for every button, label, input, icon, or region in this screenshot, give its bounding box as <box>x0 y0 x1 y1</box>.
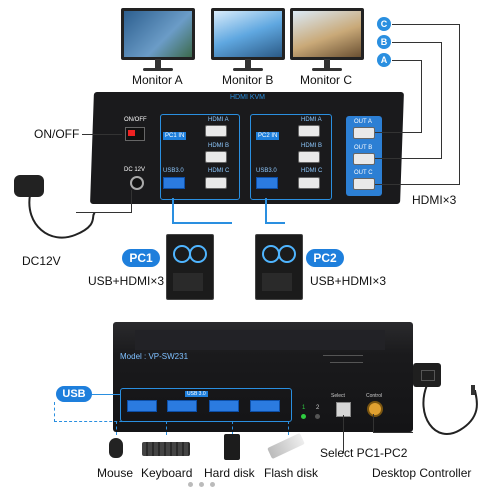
pagination-dot-3[interactable] <box>210 482 215 487</box>
out-c-port <box>353 178 375 190</box>
out-a-label: OUT A <box>354 119 372 125</box>
monitor-a-label: Monitor A <box>132 73 183 87</box>
pc1-hdmi-b-port <box>205 151 227 163</box>
led-2 <box>315 414 320 419</box>
pc1-hdmi-a-label: HDMI A <box>208 117 229 123</box>
on-off-panel-label: ON/OFF <box>124 117 147 123</box>
out-a-port <box>353 127 375 139</box>
pc1-hdmi-a-port <box>205 125 227 137</box>
out-c-label: OUT C <box>354 170 373 176</box>
usb-tag: USB <box>56 386 92 402</box>
power-adapter-icon <box>14 175 44 197</box>
pagination-dot-2[interactable] <box>199 482 204 487</box>
letter-b-badge: B <box>377 35 391 49</box>
pc2-usb-label: USB3.0 <box>256 168 277 174</box>
brand-text: HDMI KVM <box>230 94 265 101</box>
pc1-hdmi-c-label: HDMI C <box>208 168 230 174</box>
dc-panel-label: DC 12V <box>124 167 146 173</box>
pc2-hdmi-b-port <box>298 151 320 163</box>
letter-c-badge: C <box>377 17 391 31</box>
pc1-label: USB+HDMI×3 <box>88 274 165 288</box>
mouse-icon <box>109 438 123 458</box>
control-panel-label: Control <box>366 393 383 399</box>
controller-cable-icon <box>422 385 478 435</box>
monitor-b-label: Monitor B <box>222 73 274 87</box>
led-1-label: 1 <box>302 405 306 411</box>
front-usb-port-3 <box>209 400 239 412</box>
select-panel-label: Select <box>331 393 345 399</box>
keyboard-label: Keyboard <box>141 466 193 480</box>
desktop-controller-icon <box>413 363 441 387</box>
desktop-controller-label: Desktop Controller <box>372 466 472 480</box>
front-usb-port-4 <box>250 400 280 412</box>
out-b-label: OUT B <box>354 145 373 151</box>
control-port <box>367 401 383 417</box>
pc1-hdmi-b-label: HDMI B <box>208 143 229 149</box>
pc1-in-label: PC1 IN <box>163 132 187 140</box>
flash-disk-icon <box>267 432 305 460</box>
pc2-usb-port <box>256 177 278 189</box>
front-usb-label: USB 3.0 <box>185 391 208 397</box>
pc2-in-label: PC2 IN <box>256 132 280 140</box>
pc1-tower <box>166 234 214 300</box>
pc1-hdmi-c-port <box>205 177 227 189</box>
hard-disk-label: Hard disk <box>204 466 255 480</box>
model-label: Model : VP-SW231 <box>120 352 189 361</box>
pc2-tower <box>255 234 303 300</box>
mouse-label: Mouse <box>97 466 134 480</box>
flash-disk-label: Flash disk <box>264 466 319 480</box>
pc2-hdmi-b-label: HDMI B <box>301 143 322 149</box>
hdmi-x3-label: HDMI×3 <box>412 193 457 207</box>
on-off-label: ON/OFF <box>34 127 80 141</box>
hard-disk-icon <box>224 434 240 460</box>
power-switch[interactable] <box>125 127 145 141</box>
pc2-label: USB+HDMI×3 <box>310 274 387 288</box>
monitor-c-label: Monitor C <box>300 73 353 87</box>
power-cable-icon <box>28 195 96 239</box>
select-pc-label: Select PC1-PC2 <box>320 446 408 460</box>
led-1 <box>301 414 306 419</box>
letter-a-badge: A <box>377 53 391 67</box>
dc12v-label: DC12V <box>22 254 61 268</box>
led-2-label: 2 <box>316 405 320 411</box>
pc1-usb-port <box>163 177 185 189</box>
pc1-tag: PC1 <box>122 249 160 267</box>
pc2-hdmi-c-label: HDMI C <box>301 168 323 174</box>
pc2-hdmi-a-port <box>298 125 320 137</box>
pc2-hdmi-a-label: HDMI A <box>301 117 322 123</box>
pc1-usb-label: USB3.0 <box>163 168 184 174</box>
pc2-tag: PC2 <box>306 249 344 267</box>
keyboard-icon <box>142 442 190 456</box>
pagination-dot-1[interactable] <box>188 482 193 487</box>
out-b-port <box>353 153 375 165</box>
pc2-hdmi-c-port <box>298 177 320 189</box>
dc-port <box>130 176 144 190</box>
front-usb-port-1 <box>127 400 157 412</box>
front-usb-port-2 <box>167 400 197 412</box>
